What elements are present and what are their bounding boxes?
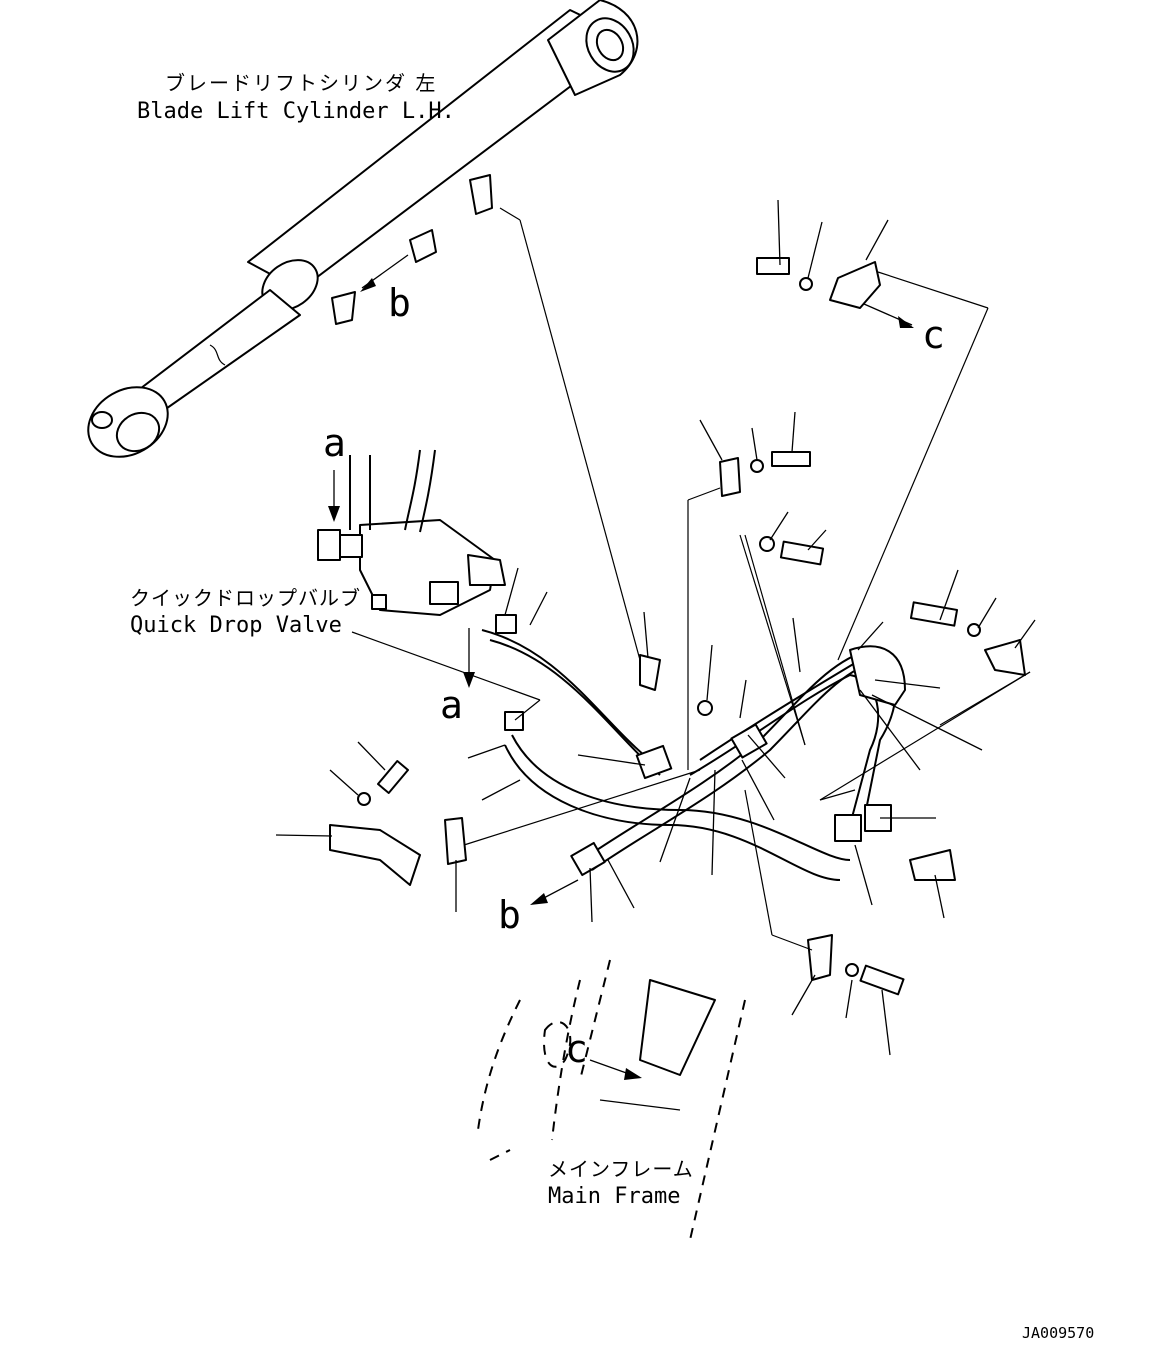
blade-lift-cylinder xyxy=(87,0,639,458)
ref-letter-b-bottom: b xyxy=(498,893,521,937)
ref-letter-a-bottom: a xyxy=(440,683,463,727)
bracket-c xyxy=(756,257,914,328)
valve-label-jp: クイックドロップバルブ xyxy=(130,586,361,610)
frame-label-en: Main Frame xyxy=(548,1184,680,1209)
reference-arrows xyxy=(328,470,642,1080)
ref-letter-b-top: b xyxy=(388,281,411,325)
main-frame xyxy=(477,959,746,1241)
leader-lines xyxy=(275,199,1036,1056)
ref-letter-c-top: c xyxy=(922,313,945,357)
fasteners xyxy=(329,451,1026,996)
drawing-number: JA009570 xyxy=(1022,1324,1094,1342)
ref-letter-a-top: a xyxy=(323,421,346,465)
hose-assembly xyxy=(481,614,906,881)
cylinder-label-en: Blade Lift Cylinder L.H. xyxy=(137,99,455,124)
ref-letter-c-bottom: c xyxy=(565,1027,588,1071)
valve-label-en: Quick Drop Valve xyxy=(130,613,342,638)
quick-drop-valve xyxy=(317,449,506,616)
cylinder-label-jp: ブレードリフトシリンダ 左 xyxy=(165,71,437,95)
frame-label-jp: メインフレーム xyxy=(548,1157,694,1181)
